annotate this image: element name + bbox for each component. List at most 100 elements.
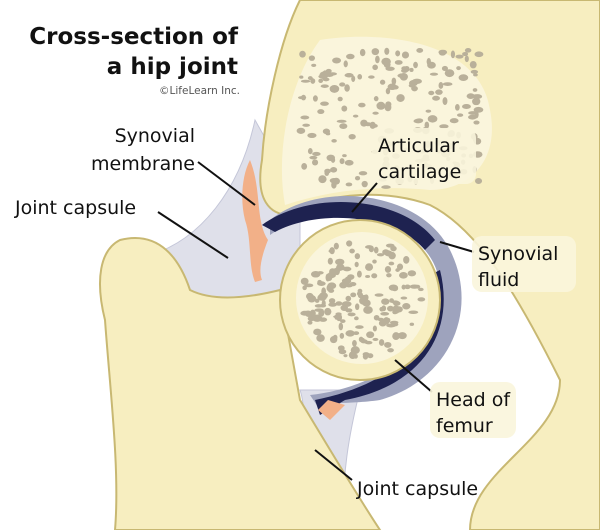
trabecula <box>339 158 345 165</box>
trabecula <box>320 101 329 106</box>
trabecula <box>344 84 350 92</box>
trabecula <box>396 94 405 102</box>
trabecula <box>324 72 334 78</box>
trabecula <box>472 88 478 92</box>
trabecula <box>316 334 325 342</box>
trabecula <box>468 114 477 120</box>
trabecula <box>309 155 318 160</box>
trabecula <box>307 132 317 138</box>
trabecula <box>336 119 347 123</box>
label-synovial-membrane-2: membrane <box>91 153 195 175</box>
trabecula <box>384 341 392 348</box>
trabecula <box>388 261 395 266</box>
leader-joint-capsule-lower <box>314 449 353 481</box>
trabecula <box>331 139 337 143</box>
trabecula <box>352 114 359 118</box>
trabecula <box>329 178 338 184</box>
trabecula <box>318 310 323 318</box>
trabecula <box>312 318 322 322</box>
trabecula <box>354 253 361 260</box>
trabecula <box>308 55 316 61</box>
leader-articular-cartilage <box>351 182 378 213</box>
trabecula <box>349 248 355 254</box>
trabecula <box>325 132 331 136</box>
trabecula <box>341 278 352 284</box>
trabecula <box>390 245 397 252</box>
trabecula <box>386 273 392 278</box>
trabecula <box>312 95 318 102</box>
trabecula <box>473 120 480 125</box>
trabecula <box>408 310 419 315</box>
trabecula <box>328 298 336 304</box>
femur-bone <box>99 237 382 530</box>
trabecula <box>340 304 348 312</box>
trabecula <box>362 353 369 360</box>
trabecula <box>385 87 391 95</box>
trabecula <box>327 282 337 290</box>
trabecula <box>364 340 373 345</box>
trabecula <box>365 275 371 279</box>
trabecula <box>343 354 348 358</box>
trabecula <box>299 75 304 79</box>
trabecula <box>468 111 479 115</box>
trabecula <box>393 301 401 306</box>
trabecula <box>339 123 348 129</box>
trabecula <box>384 47 390 55</box>
trabecula <box>470 69 479 74</box>
trabecula <box>333 242 339 250</box>
trabecula <box>372 64 378 71</box>
trabecula <box>301 94 306 101</box>
trabecula <box>330 157 336 163</box>
trabecula <box>457 113 464 117</box>
trabecula <box>355 325 364 329</box>
leader-synovial-membrane <box>197 161 256 206</box>
trabecula <box>458 74 469 82</box>
trabecula <box>439 124 449 129</box>
trabecula <box>305 313 313 317</box>
trabecula <box>365 263 374 271</box>
label-head-of-femur-1: Head of <box>436 389 511 411</box>
trabecula <box>455 54 464 59</box>
trabecula <box>409 80 419 85</box>
trabecula <box>442 97 448 106</box>
trabecula <box>438 49 448 55</box>
trabecula <box>407 270 417 277</box>
label-synovial-membrane-1: Synovial <box>115 125 195 147</box>
trabecula <box>300 277 309 285</box>
trabecula <box>402 303 411 310</box>
trabecula <box>456 66 461 71</box>
leader-joint-capsule-upper <box>157 211 229 259</box>
trabecula <box>368 75 375 79</box>
trabecula <box>348 134 356 140</box>
trabecula <box>357 288 363 294</box>
trabecula <box>320 84 329 88</box>
leader-head-of-femur <box>394 359 433 393</box>
title-line2: a hip joint <box>107 54 238 80</box>
trabecula <box>335 301 343 306</box>
trabecula <box>425 109 432 113</box>
trabecula <box>318 175 327 184</box>
trabecula <box>441 65 449 72</box>
label-articular-2: cartilage <box>378 161 461 183</box>
trabecula <box>409 322 415 326</box>
trabecula <box>397 332 407 340</box>
trabecula <box>364 122 372 127</box>
synovial-membrane <box>242 160 268 282</box>
trabecula <box>340 319 346 324</box>
trabecula <box>375 55 380 64</box>
trabecula <box>391 85 399 90</box>
trabecula <box>372 325 377 332</box>
trabecula <box>357 292 364 299</box>
trabecula <box>357 74 363 80</box>
trabecula <box>360 337 365 342</box>
trabecula <box>354 176 361 181</box>
label-synovial-fluid-1: Synovial <box>478 243 558 265</box>
trabecula <box>475 178 483 184</box>
label-joint-capsule-upper: Joint capsule <box>14 197 136 219</box>
trabecula <box>361 180 368 188</box>
trabecula <box>472 94 478 98</box>
copyright: ©LifeLearn Inc. <box>159 85 240 97</box>
trabecula <box>344 73 354 78</box>
title-line1: Cross-section of <box>29 24 239 50</box>
